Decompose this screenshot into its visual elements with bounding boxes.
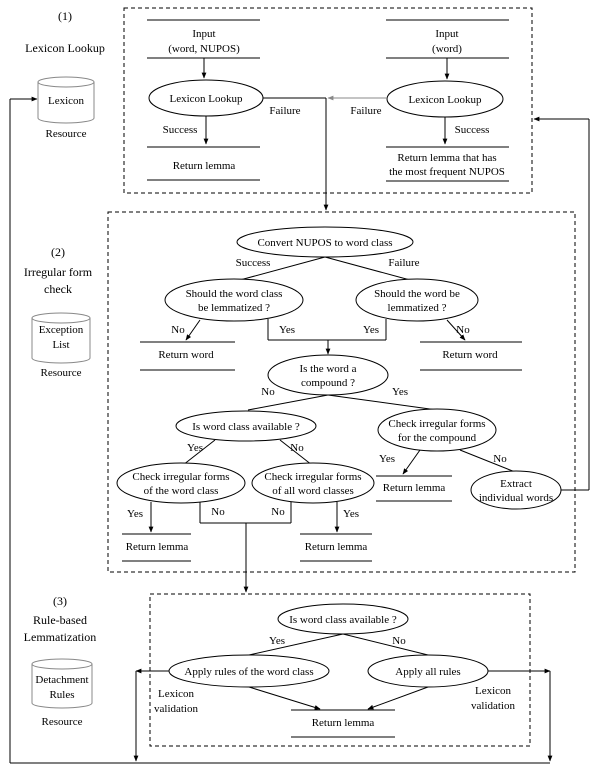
- lexicon-resource-label: Lexicon: [48, 95, 85, 107]
- convert-failure-label: Failure: [388, 257, 419, 269]
- right-lexicon-validation-line1: Lexicon: [475, 685, 512, 697]
- convert-success-label: Success: [236, 257, 271, 269]
- check-compound-line1: Check irregular forms: [388, 418, 485, 430]
- stage3-title-line2: Lemmatization: [24, 630, 97, 644]
- class-no-label: No: [171, 324, 185, 336]
- left-input-line2: (word, NUPOS): [168, 43, 240, 55]
- check-all-no-label: No: [271, 506, 285, 518]
- check-compound-node: [377, 408, 497, 452]
- left-success-label: Success: [163, 124, 198, 136]
- stage1-title: Lexicon Lookup: [25, 41, 105, 55]
- right-input-line1: Input: [435, 28, 458, 40]
- lexicon-resource-icon: [37, 76, 95, 124]
- is-compound-line2: compound ?: [301, 377, 355, 389]
- check-all-return-lemma: Return lemma: [305, 541, 368, 553]
- is-word-class-available-node: [175, 410, 317, 442]
- rules-is-word-class-available-label: Is word class available ?: [289, 614, 397, 626]
- stage3-number: (3): [53, 594, 67, 608]
- is-compound-line1: Is the word a: [299, 363, 356, 375]
- stage3-title-line1: Rule-based: [33, 613, 87, 627]
- right-lexicon-validation-line2: validation: [471, 700, 515, 712]
- check-all-line2: of all word classes: [272, 485, 354, 497]
- stage2-number: (2): [51, 245, 65, 259]
- right-lexicon-lookup-label: Lexicon Lookup: [408, 94, 482, 106]
- rules-no-label: No: [392, 635, 406, 647]
- extract-line2: individual words: [479, 492, 553, 504]
- stage2-title-line2: check: [44, 282, 72, 296]
- left-lexicon-validation-line1: Lexicon: [158, 688, 195, 700]
- check-all-irregular-node: [251, 462, 375, 504]
- check-compound-line2: for the compound: [398, 432, 477, 444]
- class-return-word: Return word: [158, 349, 214, 361]
- convert-nupos-label: Convert NUPOS to word class: [257, 237, 392, 249]
- extract-line1: Extract: [500, 478, 532, 490]
- right-success-label: Success: [455, 124, 490, 136]
- detachment-rules-label-line1: Detachment: [35, 674, 88, 686]
- right-return-lemma-line2: the most frequent NUPOS: [389, 166, 505, 178]
- detachment-rules-caption: Resource: [42, 716, 83, 728]
- irregular-form-check-box: [107, 211, 576, 573]
- is-compound-node: [267, 354, 389, 396]
- check-compound-yes-label: Yes: [379, 453, 395, 465]
- compound-no-label: No: [261, 386, 275, 398]
- left-failure-label: Failure: [269, 105, 300, 117]
- stage1-number: (1): [58, 9, 72, 23]
- right-input-line2: (word): [432, 43, 462, 55]
- should-class-be-lemmatized-node: [164, 278, 304, 322]
- left-return-lemma: Return lemma: [173, 160, 236, 172]
- stage2-title-line1: Irregular form: [24, 265, 93, 279]
- left-lexicon-validation-line2: validation: [154, 703, 198, 715]
- compound-return-lemma: Return lemma: [383, 482, 446, 494]
- is-word-class-available-label: Is word class available ?: [192, 421, 300, 433]
- apply-class-rules-label: Apply rules of the word class: [184, 666, 313, 678]
- available-no-label: No: [290, 442, 304, 454]
- lexicon-resource-caption: Resource: [46, 128, 87, 140]
- check-class-line2: of the word class: [144, 485, 219, 497]
- exception-list-resource-icon: [31, 312, 91, 364]
- available-yes-label: Yes: [187, 442, 203, 454]
- detachment-rules-label-line2: Rules: [49, 689, 74, 701]
- rules-return-lemma: Return lemma: [312, 717, 375, 729]
- word-return-word: Return word: [442, 349, 498, 361]
- rules-yes-label: Yes: [269, 635, 285, 647]
- right-return-lemma-line1: Return lemma that has: [397, 152, 496, 164]
- check-class-line1: Check irregular forms: [132, 471, 229, 483]
- check-class-irregular-node: [116, 462, 246, 504]
- word-yes-label: Yes: [363, 324, 379, 336]
- exception-list-label-line1: Exception: [39, 324, 84, 336]
- right-failure-label: Failure: [350, 105, 381, 117]
- check-class-yes-label: Yes: [127, 508, 143, 520]
- check-class-return-lemma: Return lemma: [126, 541, 189, 553]
- compound-yes-label: Yes: [392, 386, 408, 398]
- should-word-line1: Should the word be: [374, 288, 460, 300]
- should-word-be-lemmatized-node: [355, 278, 479, 322]
- rule-based-lemmatization-box: [149, 593, 531, 747]
- should-class-line2: be lemmatized ?: [198, 302, 270, 314]
- exception-list-caption: Resource: [41, 367, 82, 379]
- class-yes-label: Yes: [279, 324, 295, 336]
- left-lexicon-lookup-label: Lexicon Lookup: [169, 93, 243, 105]
- check-all-line1: Check irregular forms: [264, 471, 361, 483]
- should-class-line1: Should the word class: [186, 288, 283, 300]
- apply-all-rules-label: Apply all rules: [395, 666, 460, 678]
- check-all-yes-label: Yes: [343, 508, 359, 520]
- exception-list-label-line2: List: [52, 339, 69, 351]
- detachment-rules-resource-icon: [31, 658, 93, 709]
- check-class-no-label: No: [211, 506, 225, 518]
- word-no-label: No: [456, 324, 470, 336]
- should-word-line2: lemmatized ?: [388, 302, 447, 314]
- lexicon-lookup-box: [123, 7, 533, 194]
- check-compound-no-label: No: [493, 453, 507, 465]
- left-input-line1: Input: [192, 28, 215, 40]
